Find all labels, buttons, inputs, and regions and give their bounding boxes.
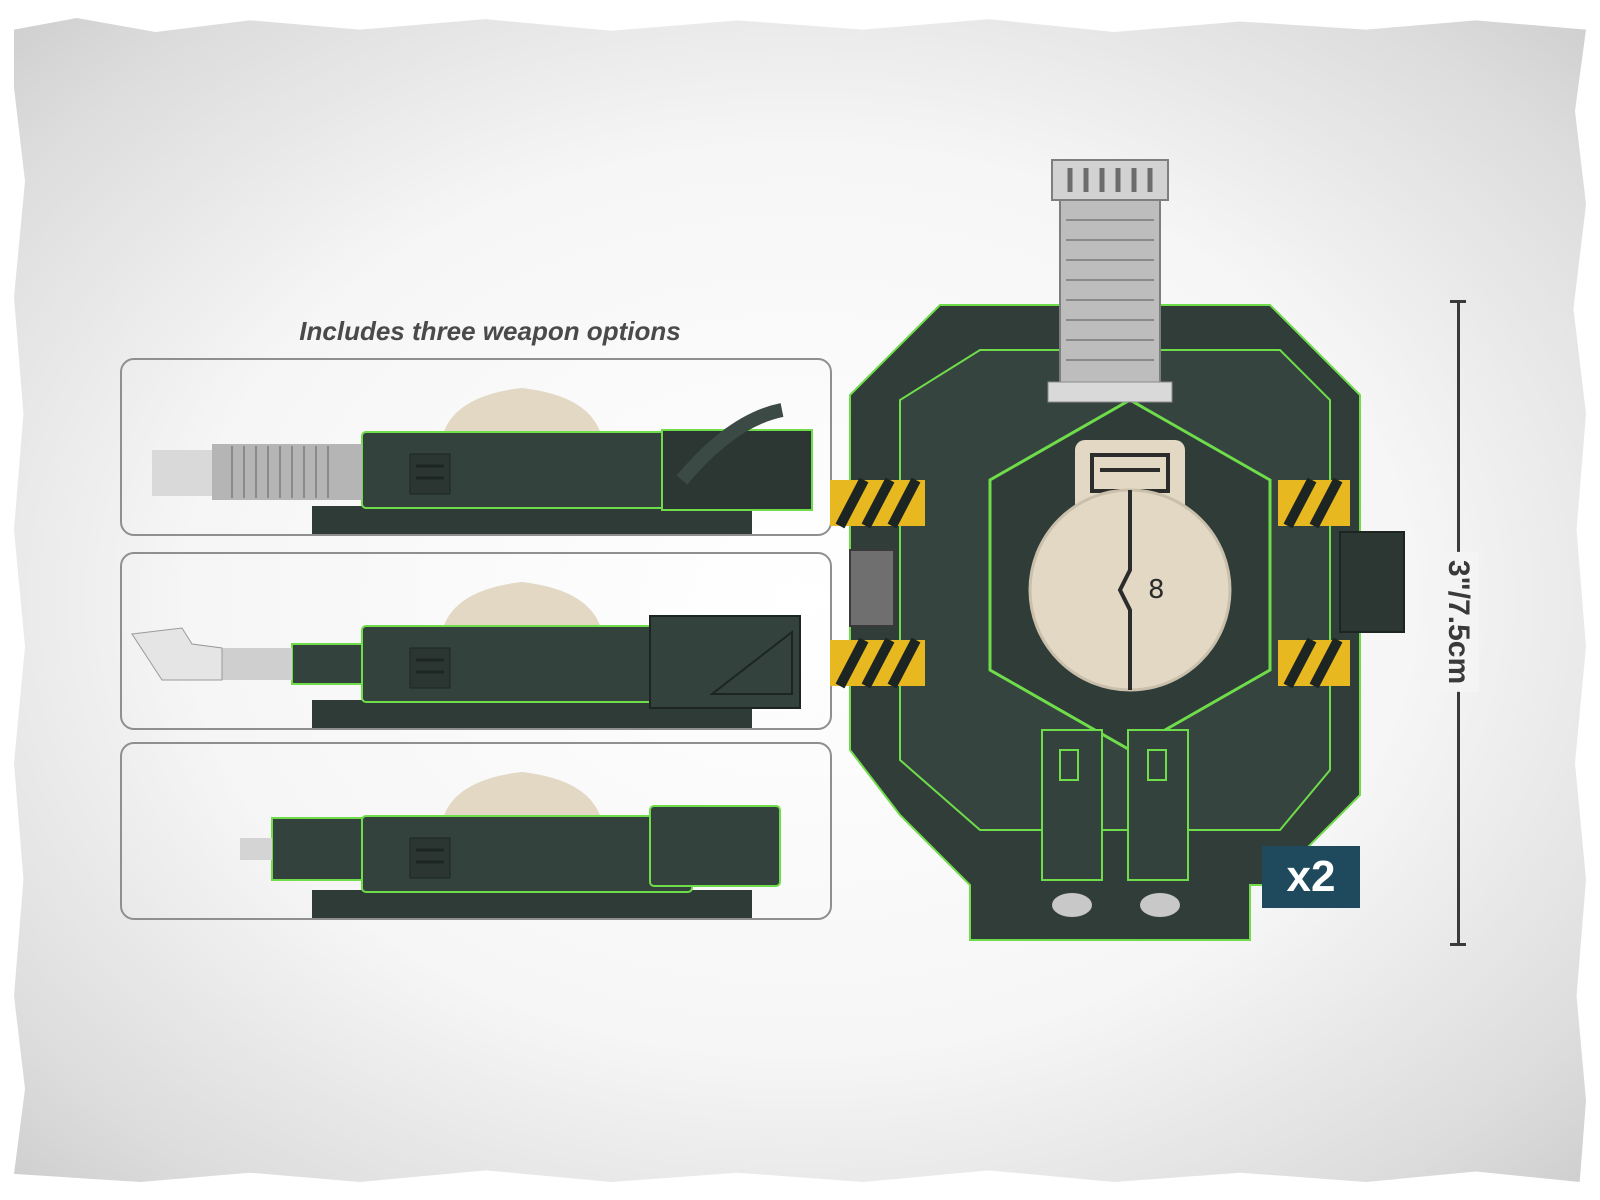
scale-bar-top-cap <box>1450 300 1466 303</box>
weapon-option-1-panel <box>120 358 832 536</box>
hazard-stripe-left-top <box>830 477 925 529</box>
height-dimension-label: 3"/7.5cm <box>1437 551 1479 693</box>
weapon-option-2-panel <box>120 552 832 730</box>
scale-bar-bottom-cap <box>1450 943 1466 946</box>
weapon-option-3-panel <box>120 742 832 920</box>
weapon-option-1-image <box>152 388 813 534</box>
weapon-options-heading: Includes three weapon options <box>299 316 681 346</box>
quantity-badge: x2 <box>1262 846 1360 908</box>
svg-text:8: 8 <box>1148 575 1165 605</box>
weapon-option-2-image <box>131 582 801 728</box>
fortification-model-image: 8 <box>830 159 1405 941</box>
weapon-option-3-image <box>240 772 781 918</box>
